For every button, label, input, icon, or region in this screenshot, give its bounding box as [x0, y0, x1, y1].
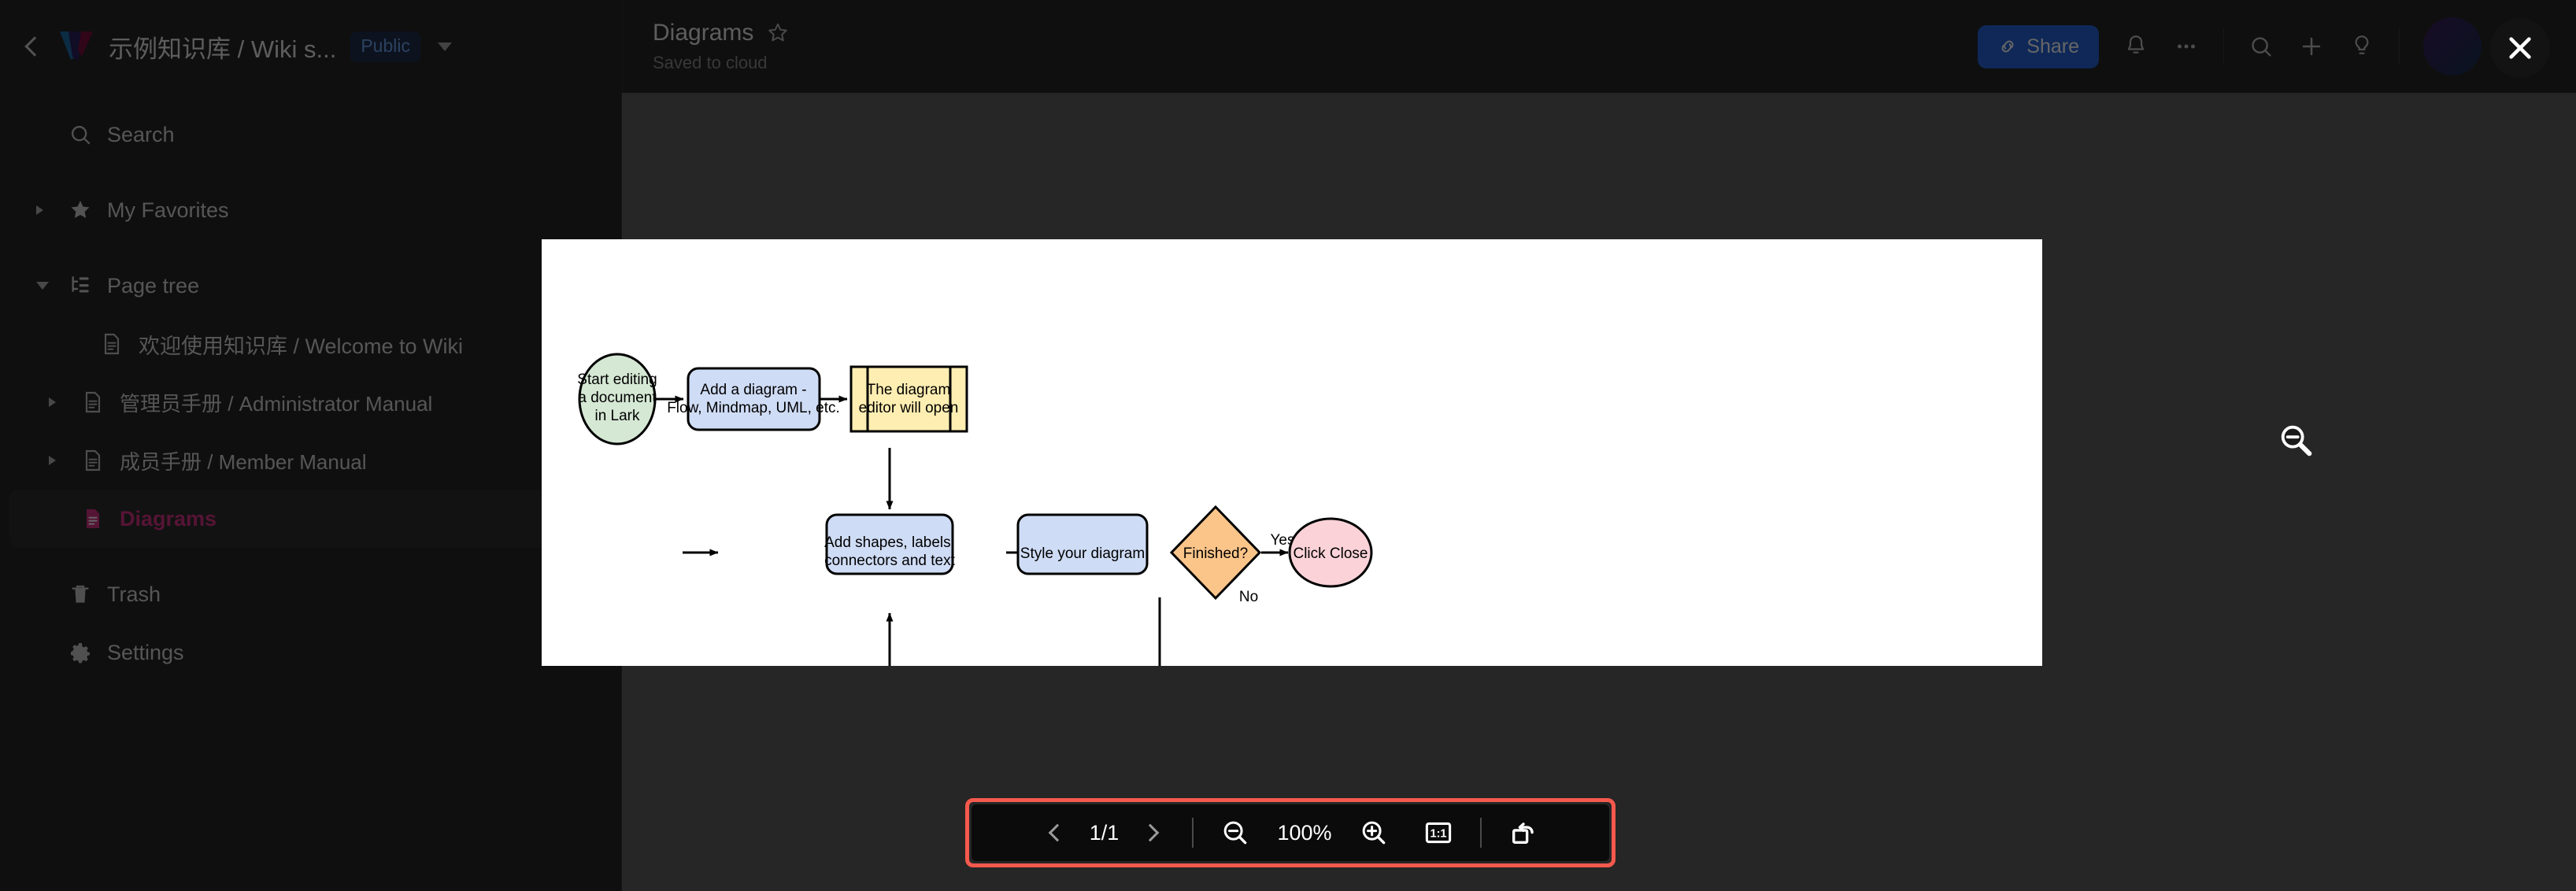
svg-text:in Lark: in Lark — [594, 408, 640, 424]
chevron-down-icon[interactable] — [36, 282, 49, 290]
sidebar-item-welcome-to-wiki[interactable]: 欢迎使用知识库 / Welcome to Wiki — [0, 315, 621, 373]
sidebar-item-trash[interactable]: Trash — [0, 565, 621, 623]
plus-icon[interactable] — [2298, 33, 2325, 60]
top-bar-center: Diagrams Saved to cloud — [623, 20, 1978, 73]
sidebar-item-diagrams[interactable]: Diagrams — [9, 490, 609, 548]
topbar-divider — [622, 0, 623, 93]
actual-size-button[interactable]: 1:1 — [1414, 808, 1463, 857]
svg-text:Click Close: Click Close — [1293, 545, 1368, 562]
rotate-reset-icon — [1512, 823, 1534, 844]
document-icon — [87, 509, 99, 528]
topbar-icon-divider — [2223, 28, 2224, 65]
zoom-out-button[interactable] — [1211, 808, 1260, 857]
chevron-right-icon[interactable] — [36, 205, 43, 215]
svg-text:Finished?: Finished? — [1183, 545, 1248, 562]
chevron-right-icon — [1142, 823, 1160, 842]
close-preview-button[interactable] — [2490, 18, 2550, 78]
link-icon — [2001, 40, 2014, 53]
wiki-space-title[interactable]: 示例知识库 / Wiki s... — [109, 35, 337, 63]
zoom-in-icon — [1362, 821, 1385, 845]
preview-toolbar-highlight: 1/1 100% — [965, 798, 1616, 867]
document-icon — [85, 449, 101, 471]
document-icon — [85, 391, 101, 413]
sidebar-item-page-tree[interactable]: Page tree — [0, 257, 621, 315]
svg-text:1:1: 1:1 — [1430, 827, 1446, 840]
toolbar-divider-2 — [1479, 818, 1482, 848]
star-filled-icon — [71, 201, 90, 218]
chevron-down-icon[interactable] — [437, 42, 452, 51]
share-button[interactable]: Share — [1978, 24, 2099, 68]
flowchart-svg: Start editing a document in Lark Add a d… — [577, 353, 1373, 666]
chevron-right-icon[interactable] — [49, 456, 56, 465]
prev-page-button[interactable] — [1033, 808, 1082, 857]
toolbar-divider — [1192, 818, 1194, 848]
reset-view-button[interactable] — [1499, 808, 1548, 857]
svg-text:No: No — [1239, 589, 1258, 605]
star-outline-icon[interactable] — [766, 21, 790, 45]
zoom-level[interactable]: 100% — [1277, 820, 1332, 845]
svg-text:Add a diagram -: Add a diagram - — [700, 382, 806, 398]
chevron-left-icon — [1049, 823, 1067, 842]
share-label: Share — [2026, 35, 2079, 57]
bell-icon[interactable] — [2123, 33, 2149, 60]
sidebar-item-label: 成员手册 / Member Manual — [120, 449, 367, 474]
top-bar: 示例知识库 / Wiki s... Public Diagrams Saved … — [0, 0, 2576, 93]
svg-text:Start editing: Start editing — [577, 372, 657, 388]
zoom-out-icon — [1224, 821, 1247, 845]
gear-icon — [71, 643, 90, 664]
save-status: Saved to cloud — [653, 53, 768, 72]
svg-text:Style your diagram: Style your diagram — [1020, 545, 1145, 562]
svg-text:connectors and text: connectors and text — [824, 553, 956, 569]
page-tree-icon — [72, 276, 89, 293]
next-page-button[interactable] — [1126, 808, 1175, 857]
sidebar-item-settings[interactable]: Settings — [0, 623, 621, 682]
visibility-badge: Public — [350, 31, 420, 62]
sidebar-item-administrator-manual[interactable]: 管理员手册 / Administrator Manual — [0, 373, 621, 431]
svg-text:Yes: Yes — [1271, 532, 1295, 549]
sidebar-item-label: My Favorites — [107, 198, 229, 222]
zoom-out-cursor — [2281, 425, 2312, 457]
svg-text:Add shapes, labels,: Add shapes, labels, — [824, 534, 955, 551]
sidebar-item-label: 管理员手册 / Administrator Manual — [120, 391, 433, 416]
svg-text:The diagram: The diagram — [867, 382, 951, 398]
page-indicator: 1/1 — [1089, 820, 1120, 845]
sidebar: Search My Favorites Page tree — [0, 93, 622, 891]
search-icon[interactable] — [2248, 33, 2274, 60]
sidebar-item-label: Page tree — [107, 273, 200, 298]
sidebar-item-label: Diagrams — [120, 506, 217, 531]
trash-icon — [72, 585, 89, 603]
lark-wiki-logo-icon[interactable] — [58, 30, 94, 63]
sidebar-item-label: Settings — [107, 640, 184, 664]
back-chevron-icon[interactable] — [20, 35, 44, 58]
document-icon — [104, 333, 120, 355]
avatar[interactable] — [2423, 17, 2482, 76]
one-to-one-icon: 1:1 — [1425, 822, 1451, 844]
svg-text:a document: a document — [578, 390, 657, 406]
top-bar-left: 示例知识库 / Wiki s... Public — [0, 29, 622, 65]
search-icon — [71, 125, 91, 145]
page-title[interactable]: Diagrams — [653, 20, 754, 46]
diagram-preview-panel[interactable]: Start editing a document in Lark Add a d… — [542, 239, 2042, 666]
lightbulb-icon[interactable] — [2348, 33, 2375, 60]
search-input[interactable]: Search — [0, 105, 621, 164]
sidebar-item-member-manual[interactable]: 成员手册 / Member Manual — [0, 431, 621, 490]
preview-toolbar: 1/1 100% — [972, 804, 1609, 861]
sidebar-item-label: 欢迎使用知识库 / Welcome to Wiki — [139, 334, 464, 358]
top-bar-right: Share — [1978, 17, 2576, 76]
svg-text:Flow, Mindmap, UML, etc.: Flow, Mindmap, UML, etc. — [667, 400, 840, 416]
zoom-in-button[interactable] — [1349, 808, 1398, 857]
sidebar-item-label: Trash — [107, 582, 161, 606]
topbar-icon-divider-2 — [2399, 28, 2400, 65]
svg-text:editor will open: editor will open — [859, 400, 959, 416]
sidebar-item-my-favorites[interactable]: My Favorites — [0, 181, 621, 239]
ellipsis-icon[interactable] — [2173, 33, 2200, 60]
close-x-icon — [2509, 37, 2531, 59]
chevron-right-icon[interactable] — [49, 397, 56, 407]
sidebar-search-label: Search — [107, 122, 175, 146]
